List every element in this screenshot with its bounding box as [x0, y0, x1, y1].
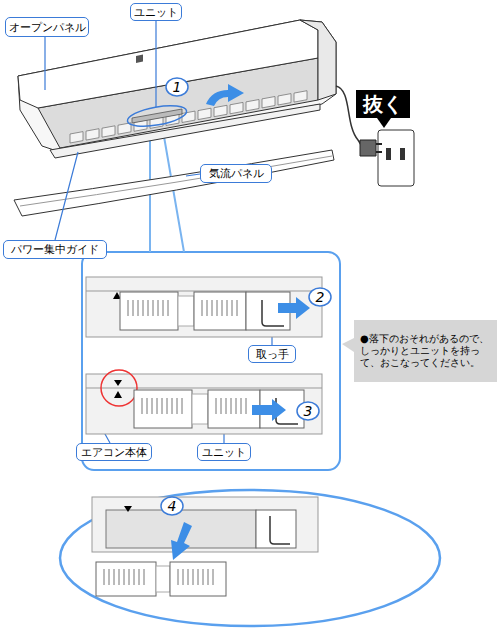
- label-text: 抜く: [363, 91, 403, 118]
- strip-edge: [86, 388, 322, 389]
- callout-text: 3: [304, 403, 313, 419]
- label-text: エアコン本体: [81, 445, 147, 460]
- callout-number: 1: [165, 77, 189, 97]
- unit-joint: [156, 566, 170, 592]
- highlight-circle: [101, 370, 137, 406]
- callout-text: 2: [316, 289, 325, 305]
- power-plug: [360, 140, 376, 156]
- label-text: パワー集中ガイド: [11, 242, 99, 257]
- outlet-sockets: [386, 148, 405, 160]
- zoom-frame: [82, 252, 340, 470]
- caution-note: ●落下のおそれがあるので、しっかりとユニットを持って、おこなってください。: [342, 320, 497, 382]
- power-guide: [50, 104, 320, 158]
- unit-joint: [178, 296, 194, 326]
- part-label: 取っ手: [248, 345, 296, 363]
- note-bubble: [342, 320, 497, 382]
- aircon-strip: [86, 277, 322, 337]
- note-text: ●落下のおそれがあるので、しっかりとユニットを持って、おこなってください。: [360, 333, 493, 369]
- part-label: パワー集中ガイド: [3, 240, 107, 259]
- move-arrow: [278, 297, 310, 319]
- unit-block: [96, 562, 156, 596]
- label-text: 気流パネル: [209, 166, 264, 181]
- handle-hook: [270, 516, 290, 544]
- move-arrow: [171, 522, 192, 560]
- aircon-strip: [86, 374, 322, 434]
- part-label: ユニット: [197, 443, 251, 461]
- unit-slits: [142, 398, 246, 414]
- callout-ellipse: [297, 402, 319, 420]
- logo-mark: [136, 55, 143, 64]
- part-label: オープンパネル: [5, 17, 89, 37]
- unit-slits: [104, 569, 213, 585]
- label-text: 取っ手: [256, 347, 289, 362]
- part-label: 気流パネル: [200, 164, 272, 183]
- move-arrow: [252, 399, 286, 421]
- aircon-side: [300, 20, 336, 100]
- label-text: ユニット: [134, 5, 178, 20]
- part-label: ユニット: [130, 3, 182, 21]
- aircon-strip: [92, 497, 318, 552]
- action-label: 抜く: [356, 90, 410, 118]
- callout-ellipse: [309, 288, 331, 306]
- zoom-ellipse: [60, 490, 440, 626]
- alignment-mark: [114, 380, 122, 398]
- plug-prongs: [376, 144, 382, 152]
- part-label: エアコン本体: [76, 443, 152, 461]
- handle-block: [256, 510, 296, 548]
- callout-ellipse: [161, 497, 183, 515]
- unit-block: [134, 390, 192, 428]
- move-arrow: [206, 84, 244, 106]
- highlight-ellipse: [126, 102, 188, 130]
- strip-edge: [86, 291, 322, 292]
- airflow-panel: [14, 150, 334, 216]
- label-text: ユニット: [202, 445, 246, 460]
- unit-joint: [192, 394, 208, 424]
- unit-slits: [128, 300, 237, 316]
- airflow-panel-edge: [20, 156, 332, 206]
- callout-text: 1: [173, 79, 182, 95]
- alignment-mark: [124, 506, 132, 512]
- callout-number: 4: [160, 496, 184, 516]
- unit-block: [120, 292, 178, 330]
- wall-outlet: [378, 130, 414, 186]
- label-text: オープンパネル: [9, 20, 86, 35]
- callout-ellipse: [166, 78, 188, 96]
- callout-number: 2: [308, 287, 332, 307]
- pointer-triangle: [377, 118, 391, 128]
- callout-number: 3: [296, 401, 320, 421]
- callout-text: 4: [168, 498, 177, 514]
